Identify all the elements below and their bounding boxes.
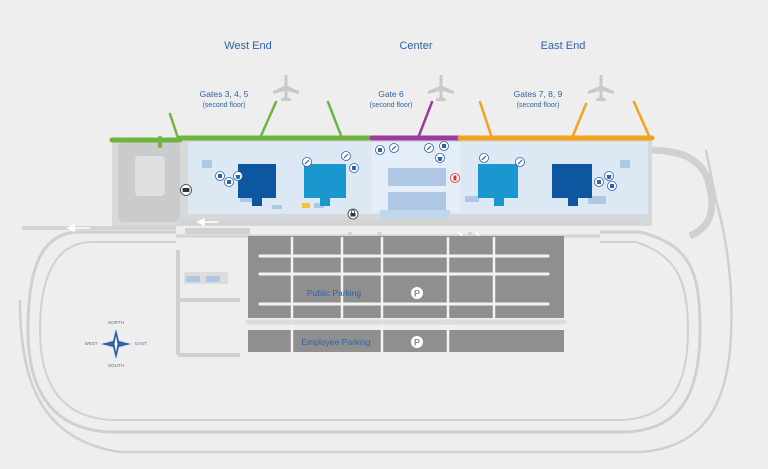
public-parking-symbol: P: [411, 287, 423, 299]
gate-label-floor: (second floor): [369, 102, 413, 109]
gate-label-floor: (second floor): [202, 102, 246, 109]
car-icon: [180, 184, 192, 196]
compass-east-label: EAST: [135, 341, 147, 346]
shop-icon: [233, 171, 243, 181]
restroom-icon: [375, 145, 385, 155]
employee-parking-symbol: P: [411, 336, 423, 348]
svg-text:P: P: [414, 338, 420, 348]
compass-north-label: NORTH: [108, 320, 124, 325]
restaurant-icon: [424, 143, 434, 153]
public-parking-label: Public Parking: [306, 288, 362, 298]
airplane-icon: [588, 75, 614, 101]
section-label-west-end: West End: [224, 40, 272, 52]
restroom-icon: [594, 177, 604, 187]
gate-edges: [109, 100, 655, 148]
gate-label-floor: (second floor): [516, 102, 560, 109]
gate-rooms: [238, 164, 592, 206]
gate-label-7-8-9: Gates 7, 8, 9 (second floor): [514, 89, 563, 111]
section-label-east-end: East End: [540, 40, 586, 52]
gate-label-title: Gates 7, 8, 9: [513, 89, 563, 99]
restroom-icon: [224, 177, 234, 187]
restaurant-icon: [302, 157, 312, 167]
fire-extinguisher-icon: [450, 173, 460, 183]
lock-icon: [347, 208, 359, 220]
shop-icon: [604, 171, 614, 181]
section-label-center: Center: [399, 40, 433, 52]
restroom-icon: [607, 181, 617, 191]
restaurant-icon: [341, 151, 351, 161]
restaurant-icon: [389, 143, 399, 153]
svg-text:P: P: [414, 289, 420, 299]
compass-south-label: SOUTH: [108, 363, 124, 368]
airplane-icon: [428, 75, 454, 101]
parking-lots: [184, 236, 564, 352]
compass-west-label: WEST: [84, 341, 98, 346]
restaurant-icon: [515, 157, 525, 167]
gate-label-6: Gate 6 (second floor): [370, 89, 413, 111]
employee-parking-label: Employee Parking: [301, 337, 371, 347]
gate-label-title: Gate 6: [378, 89, 404, 99]
restroom-icon: [215, 171, 225, 181]
restroom-icon: [439, 141, 449, 151]
shop-icon: [435, 153, 445, 163]
restaurant-icon: [479, 153, 489, 163]
gate-label-title: Gates 3, 4, 5: [199, 89, 249, 99]
restroom-icon: [349, 163, 359, 173]
gate-label-3-4-5: Gates 3, 4, 5 (second floor): [200, 89, 249, 111]
airplane-icon: [273, 75, 299, 101]
parking-aisles: [245, 236, 567, 354]
compass-icon: [101, 329, 131, 359]
